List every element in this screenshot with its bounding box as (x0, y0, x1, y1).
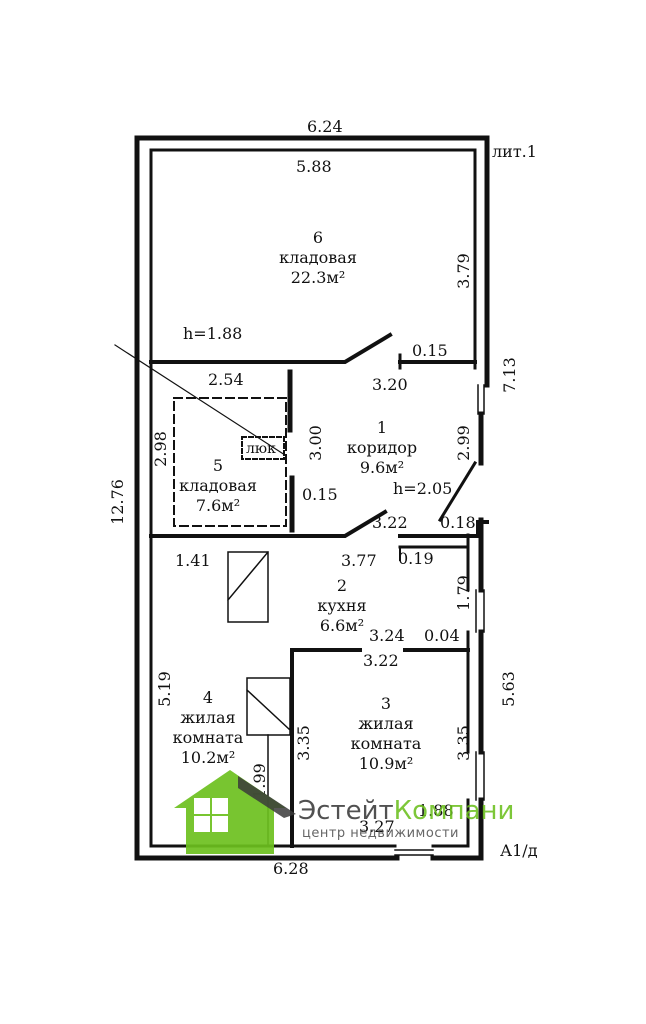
dim-015-top: 0.15 (412, 341, 448, 360)
room-2-label: 2 кухня 6.6м² (294, 576, 390, 636)
room-name-line2: комната (350, 734, 422, 753)
window-right-2 (475, 589, 485, 633)
room-area: 10.9м² (358, 754, 414, 773)
watermark-tagline: центр недвижимости (302, 826, 459, 841)
room-name: кладовая (279, 248, 357, 267)
room-number: 5 (212, 456, 224, 475)
stair-kitchen (226, 550, 270, 623)
dim-r6-height: 3.79 (453, 253, 473, 289)
brand-part1: Эстейт (298, 796, 394, 826)
hatch-line (114, 344, 286, 456)
dim-141: 1.41 (175, 551, 211, 570)
dim-320: 3.20 (372, 375, 408, 394)
room-1-label: 1 коридор 9.6м² (334, 418, 430, 478)
wall-r6-bottom (149, 332, 393, 364)
dim-563: 5.63 (498, 671, 518, 707)
dim-left-total: 12.76 (107, 479, 127, 525)
a1-label: А1/д (500, 841, 538, 860)
room-name: кухня (317, 596, 367, 615)
dim-324: 3.24 (369, 626, 405, 645)
dim-298: 2.98 (150, 431, 170, 467)
dim-015-mid: 0.15 (302, 485, 338, 504)
room-number: 1 (376, 418, 388, 437)
stair-room4 (245, 677, 292, 736)
dim-335-right: 3.35 (453, 725, 473, 761)
room-3-label: 3 жилая комната 10.9м² (338, 694, 434, 774)
dim-018: 0.18 (440, 513, 476, 532)
dim-299: 2.99 (453, 425, 473, 461)
dim-377: 3.77 (341, 551, 377, 570)
dim-bottom: 6.28 (273, 859, 309, 878)
dim-322-top: 3.22 (372, 513, 408, 532)
window-right-1 (477, 384, 485, 415)
house-logo-icon (174, 770, 296, 854)
window-right-3 (475, 751, 485, 801)
dim-335-left: 3.35 (293, 725, 313, 761)
wall-mid-horizontal-right (398, 520, 489, 538)
dim-327: 3.27 (359, 817, 395, 836)
door-corridor (437, 460, 478, 523)
room-number: 2 (336, 576, 348, 595)
room-name-line1: жилая (358, 714, 414, 733)
room-area: 9.6м² (359, 458, 405, 477)
dim-300: 3.00 (305, 425, 325, 461)
room-area: 22.3м² (290, 268, 346, 287)
room-4-label: 4 жилая комната 10.2м² (160, 688, 256, 768)
hatch-box (241, 436, 285, 460)
room-area: 6.6м² (319, 616, 365, 635)
dim-019: 0.19 (398, 549, 434, 568)
dim-088: 1.88 (418, 801, 454, 820)
room-number: 3 (380, 694, 392, 713)
room-name-line1: жилая (180, 708, 236, 727)
room-area: 10.2м² (180, 748, 236, 767)
dim-top-inner: 5.88 (296, 157, 332, 176)
room-5-label: 5 кладовая 7.6м² (170, 456, 266, 516)
dim-322-mid: 3.22 (363, 651, 399, 670)
watermark-brand: ЭстейтКомпани (298, 796, 514, 826)
dim-004: 0.04 (424, 626, 460, 645)
height-upper: h=1.88 (183, 324, 243, 343)
watermark-logo: ЭстейтКомпани центр недвижимости (168, 766, 528, 858)
dim-top-outer: 6.24 (307, 117, 343, 136)
room-area: 7.6м² (195, 496, 241, 515)
brand-part2: Компани (393, 796, 515, 826)
room-name-line2: комната (172, 728, 244, 747)
room-name: коридор (346, 438, 418, 457)
room-6-label: 6 кладовая 22.3м² (270, 228, 366, 288)
wall-mid-horizontal (149, 509, 388, 538)
room-name: кладовая (179, 476, 257, 495)
dim-254: 2.54 (208, 370, 244, 389)
height-corridor: h=2.05 (393, 479, 453, 498)
inner-outline (149, 148, 477, 848)
lit-label: лит.1 (492, 142, 537, 161)
dim-right-total: 7.13 (499, 357, 519, 393)
hatch-label: люк (246, 441, 276, 457)
hatch-dashed-area (173, 397, 287, 527)
window-bottom (394, 849, 434, 856)
room-number: 4 (202, 688, 214, 707)
room-number: 6 (312, 228, 324, 247)
outer-wall (134, 135, 490, 861)
dim-179: 1.79 (453, 575, 473, 611)
